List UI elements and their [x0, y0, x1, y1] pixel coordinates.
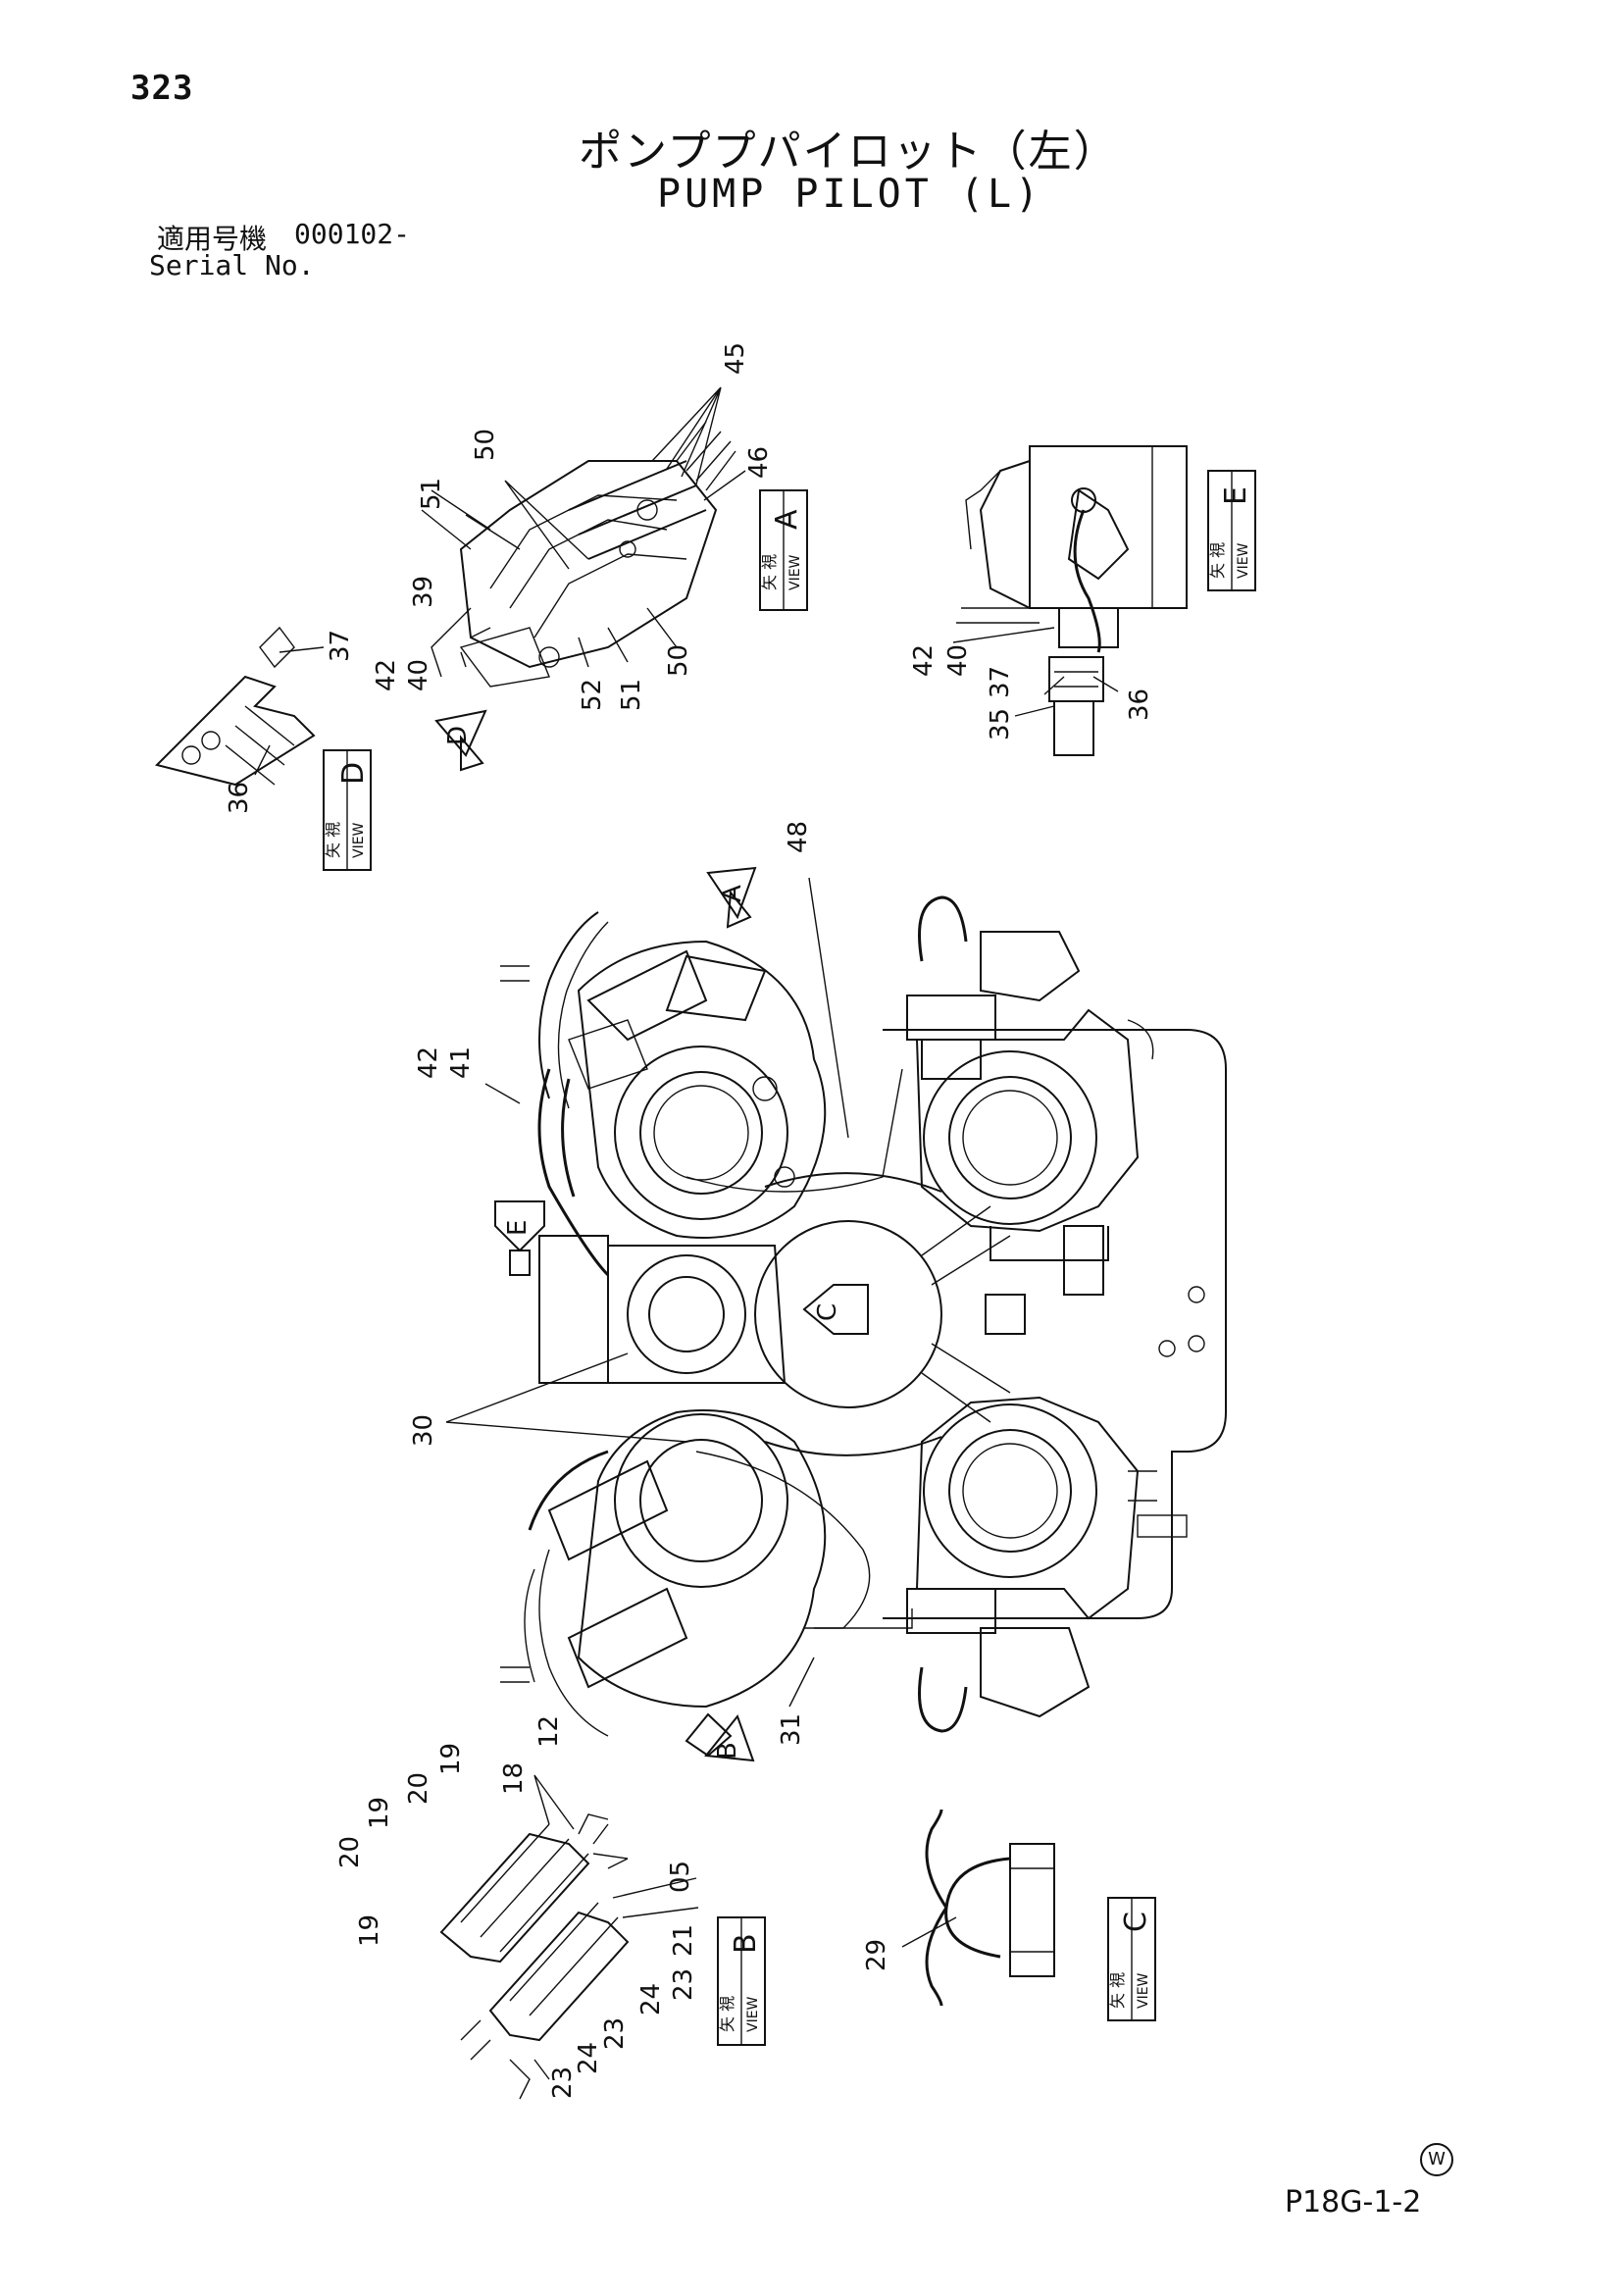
direction-arrow-d-letter: D: [443, 726, 473, 745]
callout-51-lower: 51: [617, 679, 646, 711]
direction-arrow-a-letter: A: [718, 885, 747, 902]
direction-arrow-c-letter: C: [813, 1303, 842, 1321]
callouts-view-b: 12 18 19 20 19 20 19 05 21 23 24 23 24 2…: [335, 1715, 698, 2099]
callout-35: 35: [986, 708, 1015, 740]
detail-view-a-drawing: [421, 421, 736, 688]
view-tag-a: 矢 視 VIEW A: [759, 489, 808, 611]
callouts-view-e: 42 40 37 35 36: [909, 644, 1154, 740]
callout-50-lower: 50: [664, 644, 693, 677]
callout-23-right: 23: [669, 1968, 698, 2001]
callout-52: 52: [578, 679, 607, 711]
callout-18: 18: [499, 1762, 529, 1795]
title-english: PUMP PILOT (L): [657, 172, 1043, 217]
view-d-letter: D: [336, 762, 371, 785]
serial-label-english: Serial No.: [149, 249, 315, 281]
callout-20-upper: 20: [404, 1772, 433, 1805]
view-b-word: VIEW: [745, 1996, 761, 2032]
leader-lines: [254, 386, 1119, 1948]
detail-view-c-drawing: [925, 1809, 1055, 2007]
callout-42-view-a: 42: [372, 659, 401, 691]
view-a-letter: A: [770, 509, 804, 530]
figure-code: P18G-1-2: [1285, 2185, 1422, 2219]
view-b-letter: B: [729, 1933, 763, 1954]
callout-46: 46: [744, 446, 774, 479]
callout-45: 45: [721, 342, 750, 375]
detail-view-d-drawing: [155, 626, 316, 787]
view-a-kana: 矢 視: [760, 554, 779, 590]
direction-arrow-c: C: [802, 1284, 869, 1335]
callout-36-view-d: 36: [225, 782, 254, 814]
view-e-letter: E: [1219, 486, 1253, 505]
callout-20-lower: 20: [335, 1836, 365, 1868]
view-tag-e: 矢 視 VIEW E: [1207, 470, 1256, 591]
view-d-word: VIEW: [351, 822, 367, 858]
view-e-kana: 矢 視: [1208, 542, 1227, 579]
callout-31: 31: [777, 1713, 806, 1746]
view-tag-d: 矢 視 VIEW D: [323, 749, 372, 871]
direction-arrow-a: A: [706, 866, 757, 929]
callout-51-upper: 51: [417, 478, 446, 510]
callouts-view-a: 45 46 50 51 39 42 40 52 51 50: [372, 342, 774, 711]
serial-label-japanese: 適用号機: [157, 223, 268, 255]
callout-05: 05: [666, 1861, 695, 1893]
callout-50-upper: 50: [471, 429, 500, 461]
callout-19-middle: 19: [365, 1797, 394, 1829]
callout-40-view-e: 40: [943, 644, 973, 677]
callout-37-view-e: 37: [986, 666, 1015, 698]
view-c-kana: 矢 視: [1108, 1972, 1127, 2009]
serial-number-value: 000102-: [294, 218, 411, 250]
view-e-word: VIEW: [1236, 542, 1251, 579]
corner-symbol: W: [1420, 2143, 1453, 2176]
main-assembly-drawing: [500, 895, 1227, 1737]
callout-30: 30: [409, 1414, 438, 1447]
callout-24-right: 24: [636, 1983, 666, 2015]
callout-48: 48: [784, 821, 813, 853]
view-tag-b: 矢 視 VIEW B: [717, 1916, 766, 2046]
detail-view-e-drawing: [956, 445, 1188, 756]
direction-arrow-b-letter: B: [713, 1742, 742, 1760]
callout-40-view-a: 40: [404, 659, 433, 691]
title-japanese: ポンププパイロット（左）: [579, 127, 1119, 177]
page-number: 323: [130, 69, 194, 108]
callout-23-middle: 23: [600, 2017, 630, 2050]
callout-41: 41: [446, 1046, 476, 1079]
callouts-main: 48 42 41 30 31: [409, 821, 813, 1746]
callout-37-view-d: 37: [326, 630, 355, 662]
callout-39: 39: [409, 576, 438, 608]
direction-arrow-e-letter: E: [503, 1220, 533, 1236]
callouts-view-d: 37 36: [225, 630, 355, 814]
view-a-word: VIEW: [787, 554, 803, 590]
callout-24-left: 24: [574, 2042, 603, 2074]
callout-29: 29: [862, 1939, 891, 1971]
view-c-word: VIEW: [1136, 1972, 1151, 2009]
view-d-kana: 矢 視: [324, 822, 342, 858]
detail-view-b-drawing: [439, 1813, 630, 2100]
callout-19-bottom: 19: [355, 1914, 384, 1947]
callout-36-view-e: 36: [1125, 689, 1154, 721]
callout-42-main: 42: [414, 1046, 443, 1079]
view-tag-c: 矢 視 VIEW C: [1107, 1897, 1156, 2021]
callout-23-left: 23: [548, 2066, 578, 2099]
direction-arrow-b: B: [685, 1712, 755, 1762]
callout-21: 21: [669, 1924, 698, 1957]
direction-arrow-d: D: [434, 709, 487, 772]
callout-42-view-e: 42: [909, 644, 939, 677]
callout-19-top: 19: [436, 1743, 466, 1775]
callouts-view-c: 29: [862, 1939, 891, 1971]
callout-12: 12: [534, 1715, 564, 1748]
direction-arrow-e: E: [494, 1200, 545, 1276]
view-c-letter: C: [1119, 1912, 1153, 1932]
view-b-kana: 矢 視: [718, 1996, 736, 2032]
